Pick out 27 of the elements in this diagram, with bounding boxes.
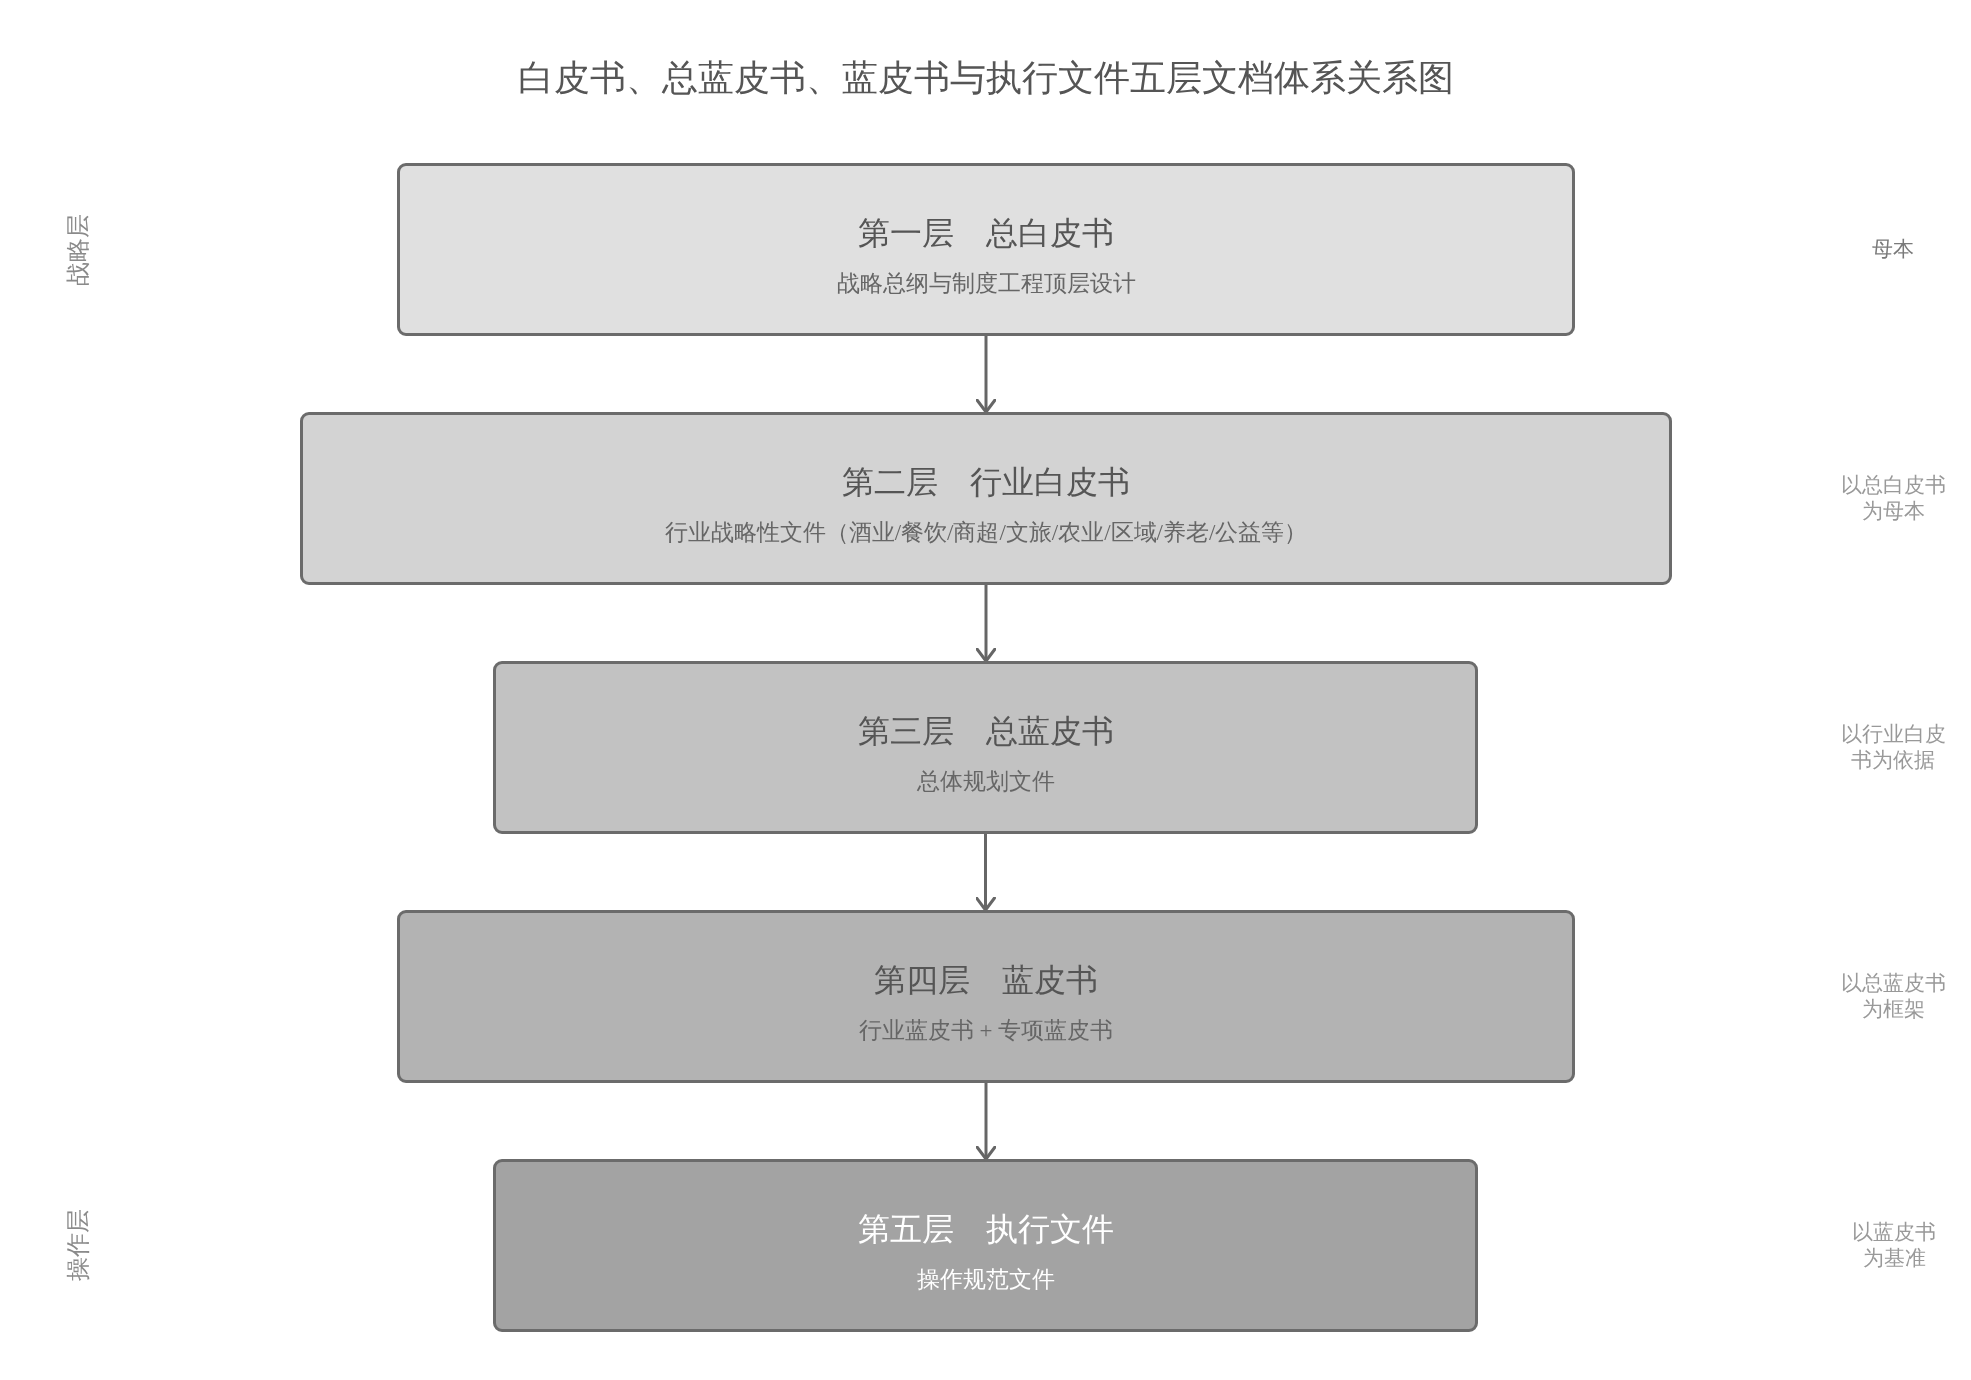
layer-description: 行业战略性文件（酒业/餐饮/商超/文旅/农业/区域/养老/公益等） xyxy=(664,518,1308,547)
arrow xyxy=(975,585,997,663)
relation-note: 以蓝皮书为基准 xyxy=(1851,1219,1937,1271)
layer-description: 操作规范文件 xyxy=(916,1265,1055,1294)
layer-title: 第三层 总蓝皮书 xyxy=(857,711,1114,750)
diagram-title: 白皮书、总蓝皮书、蓝皮书与执行文件五层文档体系关系图 xyxy=(517,57,1454,99)
layer-group-label: 操作层 xyxy=(64,1209,92,1281)
relation-note: 母本 xyxy=(1871,236,1915,262)
layer-description: 行业蓝皮书 + 专项蓝皮书 xyxy=(858,1016,1114,1045)
layer-description: 总体规划文件 xyxy=(916,767,1055,796)
layer-description: 战略总纲与制度工程顶层设计 xyxy=(836,269,1136,298)
layer-box xyxy=(300,412,1672,585)
arrow xyxy=(975,1083,997,1161)
relation-note: 以行业白皮书为依据 xyxy=(1840,721,1946,773)
relation-note: 以总蓝皮书为框架 xyxy=(1840,970,1946,1022)
arrow xyxy=(975,834,996,912)
arrow xyxy=(975,336,997,414)
relation-note: 以总白皮书为母本 xyxy=(1840,472,1946,524)
layer-title: 第一层 总白皮书 xyxy=(858,213,1114,252)
layer-title: 第二层 行业白皮书 xyxy=(842,462,1130,501)
layer-title: 第五层 执行文件 xyxy=(857,1209,1114,1248)
layer-box xyxy=(397,910,1575,1083)
layer-box xyxy=(397,163,1575,336)
layer-box xyxy=(493,1159,1478,1332)
layer-box xyxy=(493,661,1478,834)
layer-title: 第四层 蓝皮书 xyxy=(874,960,1098,999)
layer-group-label: 战略层 xyxy=(64,214,92,286)
